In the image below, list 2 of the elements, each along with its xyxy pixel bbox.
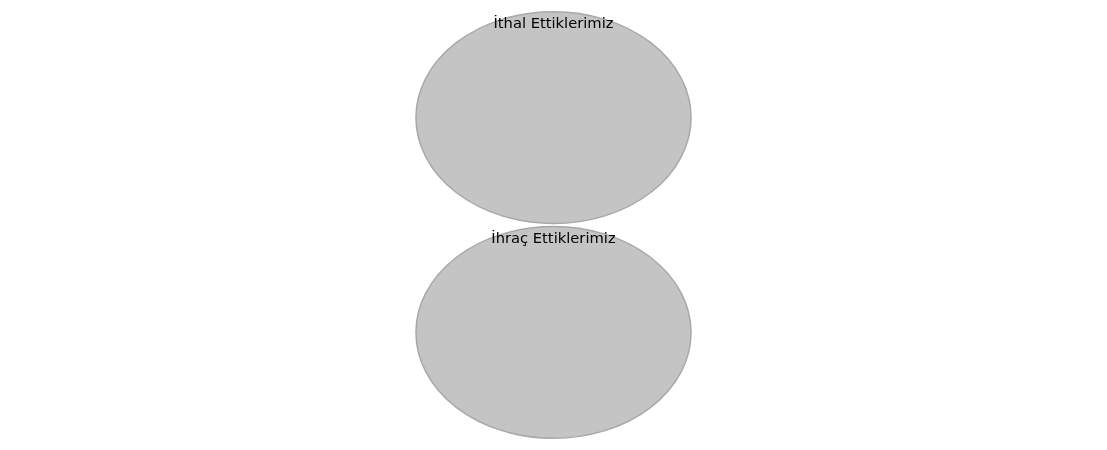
node-ellipse: İthal Ettiklerimiz (415, 10, 692, 225)
node-ellipse: İhraç Ettiklerimiz (415, 225, 692, 440)
